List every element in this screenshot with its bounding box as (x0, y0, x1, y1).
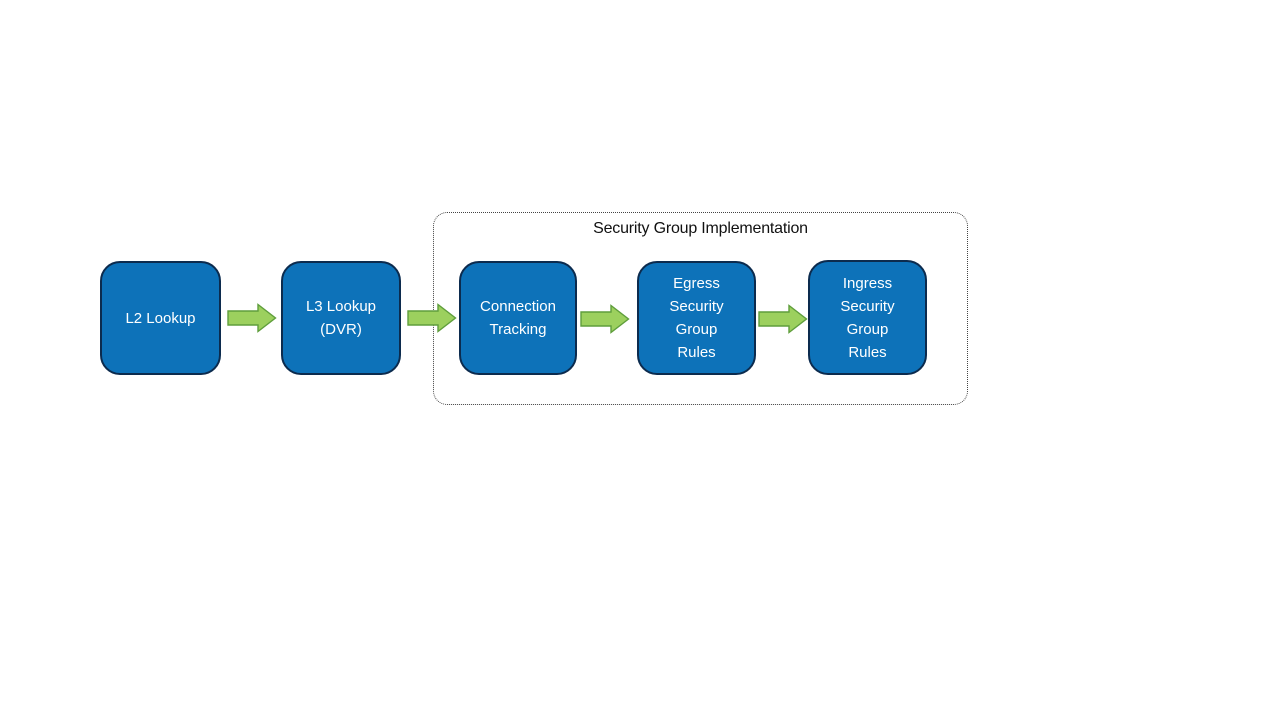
node-l3-lookup-dvr: L3 Lookup (DVR) (281, 261, 401, 375)
node-connection-tracking-label: Connection Tracking (480, 298, 556, 338)
security-group-implementation-title: Security Group Implementation (593, 220, 808, 237)
node-l2-lookup-label: L2 Lookup (125, 309, 196, 327)
flow-arrow-l2-to-l3-icon (227, 303, 277, 333)
node-ingress-security-group-rules: Ingress Security Group Rules (808, 260, 927, 375)
node-l3-lookup-dvr-label: L3 Lookup (DVR) (305, 298, 377, 338)
flow-arrow-l3-to-connection-tracking-icon (407, 303, 457, 333)
flow-arrow-egress-to-ingress-icon (758, 304, 808, 334)
node-egress-security-group-rules: Egress Security Group Rules (637, 261, 756, 375)
node-l2-lookup: L2 Lookup (100, 261, 221, 375)
node-connection-tracking: Connection Tracking (459, 261, 577, 375)
node-ingress-security-group-rules-label: Ingress Security Group Rules (840, 274, 895, 361)
security-group-implementation-container (433, 212, 968, 405)
node-egress-security-group-rules-label: Egress Security Group Rules (669, 275, 724, 361)
flow-arrow-connection-tracking-to-egress-icon (580, 304, 630, 334)
